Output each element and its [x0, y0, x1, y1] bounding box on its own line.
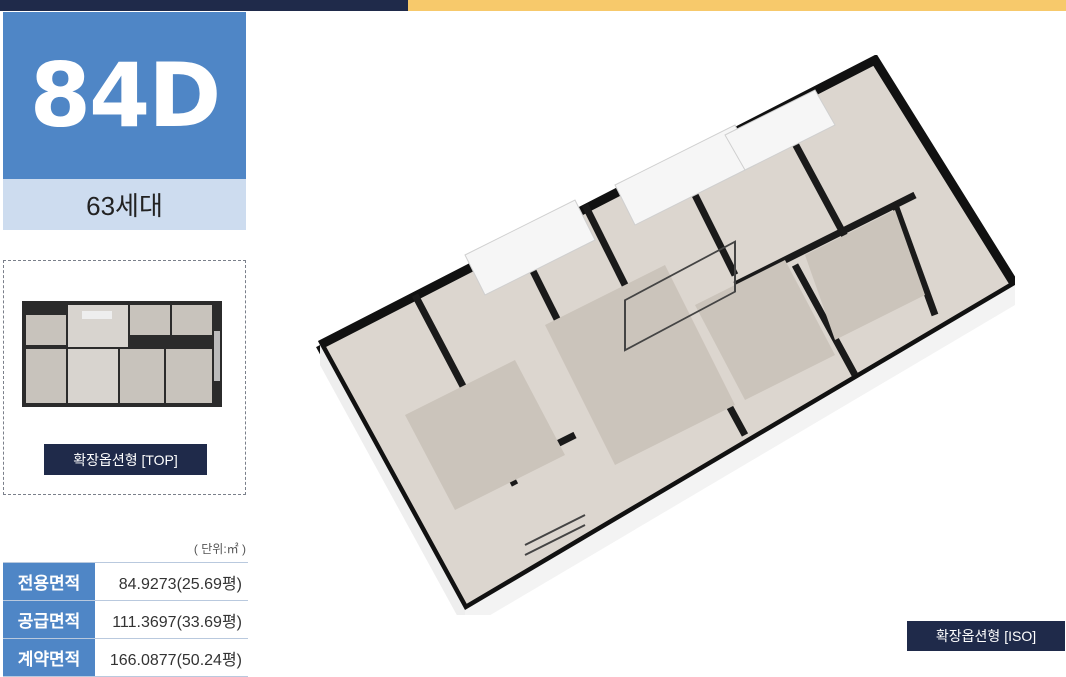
area-label: 전용면적 [3, 563, 95, 600]
top-view-label: 확장옵션형 [TOP] [44, 444, 207, 475]
area-value: 111.3697(33.69평) [112, 613, 242, 631]
unit-type-code: 84D [29, 43, 222, 147]
area-unit-note: ( 단위:㎡ ) [193, 542, 246, 556]
area-row-exclusive: 전용면적 84.9273(25.69평) [3, 562, 248, 601]
top-accent-bar-yellow [408, 0, 1066, 11]
area-row-contract: 계약면적 166.0877(50.24평) [3, 639, 248, 677]
top-view-thumbnail-frame [3, 260, 246, 495]
top-view-floorplan-thumbnail[interactable] [22, 301, 222, 407]
household-count-box: 63세대 [3, 179, 246, 230]
area-table: 전용면적 84.9273(25.69평) 공급면적 111.3697(33.69… [3, 562, 248, 677]
iso-balcony-railings [524, 240, 736, 556]
isometric-floorplan[interactable] [315, 54, 1022, 630]
iso-view-label: 확장옵션형 [ISO] [907, 621, 1065, 651]
unit-type-box: 84D [3, 12, 246, 179]
area-label: 계약면적 [3, 639, 95, 676]
area-row-supply: 공급면적 111.3697(33.69평) [3, 601, 248, 639]
area-label: 공급면적 [3, 601, 95, 638]
area-value: 166.0877(50.24평) [109, 651, 242, 669]
area-value: 84.9273(25.69평) [118, 575, 242, 593]
household-count: 63세대 [86, 191, 163, 221]
top-accent-bar-navy [0, 0, 408, 11]
